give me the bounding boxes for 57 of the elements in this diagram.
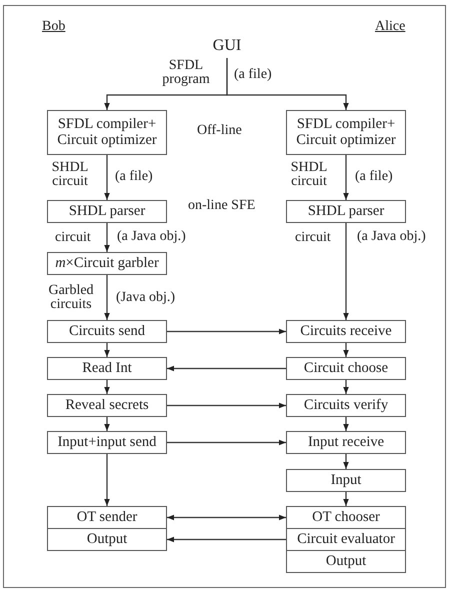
arrow <box>343 343 349 357</box>
process-box: Output <box>47 528 167 551</box>
arrow <box>343 223 349 320</box>
party-heading: Bob <box>42 20 66 34</box>
flow-annotation: circuit <box>55 231 91 245</box>
arrow <box>167 440 286 446</box>
flow-annotation: Garbled circuits <box>47 284 95 312</box>
process-box: SHDL parser <box>286 200 406 223</box>
process-box: SFDL compiler+ Circuit optimizer <box>47 110 167 155</box>
party-heading: Alice <box>375 20 406 34</box>
process-box: OT sender <box>47 506 167 529</box>
arrow <box>104 343 110 357</box>
arrow <box>104 454 110 506</box>
arrow <box>167 514 286 520</box>
flow-annotation: SHDL circuit <box>290 161 328 189</box>
arrow <box>226 58 349 110</box>
process-box: Input+input send <box>47 431 167 454</box>
flow-annotation: (a Java obj.) <box>117 230 186 244</box>
arrow <box>104 417 110 431</box>
arrow <box>343 380 349 394</box>
process-box: Circuits send <box>47 320 167 343</box>
process-box: Circuit evaluator <box>286 528 406 551</box>
flow-annotation: (Java obj.) <box>116 291 176 305</box>
arrow <box>167 536 286 542</box>
arrow <box>104 155 110 200</box>
arrow <box>167 328 286 334</box>
arrow <box>167 402 286 408</box>
process-box: m×Circuit garbler <box>47 252 167 275</box>
process-box: Circuit choose <box>286 357 406 380</box>
arrow <box>343 492 349 506</box>
flow-annotation: on-line SFE <box>188 199 256 213</box>
flow-annotation: circuit <box>295 231 331 245</box>
process-box: OT chooser <box>286 506 406 529</box>
process-box: Read Int <box>47 357 167 380</box>
arrow <box>104 223 110 252</box>
process-box: SFDL compiler+ Circuit optimizer <box>286 110 406 155</box>
arrow <box>343 155 349 200</box>
arrow <box>167 366 286 372</box>
process-box: Input receive <box>286 431 406 454</box>
flow-annotation: (a file) <box>234 68 272 82</box>
flow-annotation: (a file) <box>355 170 393 184</box>
flow-annotation: SFDL program <box>161 59 211 87</box>
process-box: SHDL parser <box>47 200 167 223</box>
process-box: Output <box>286 550 406 573</box>
flow-annotation: (a Java obj.) <box>357 230 426 244</box>
flow-annotation: SHDL circuit <box>50 161 90 189</box>
flow-annotation: Off-line <box>197 124 242 138</box>
arrow <box>104 380 110 394</box>
source-label: GUI <box>205 36 249 56</box>
arrow <box>343 454 349 469</box>
process-box: Reveal secrets <box>47 394 167 417</box>
arrow <box>343 417 349 431</box>
process-box: Input <box>286 469 406 492</box>
flow-annotation: (a file) <box>115 170 153 184</box>
arrow <box>104 275 110 320</box>
process-box: Circuits receive <box>286 320 406 343</box>
process-box: Circuits verify <box>286 394 406 417</box>
